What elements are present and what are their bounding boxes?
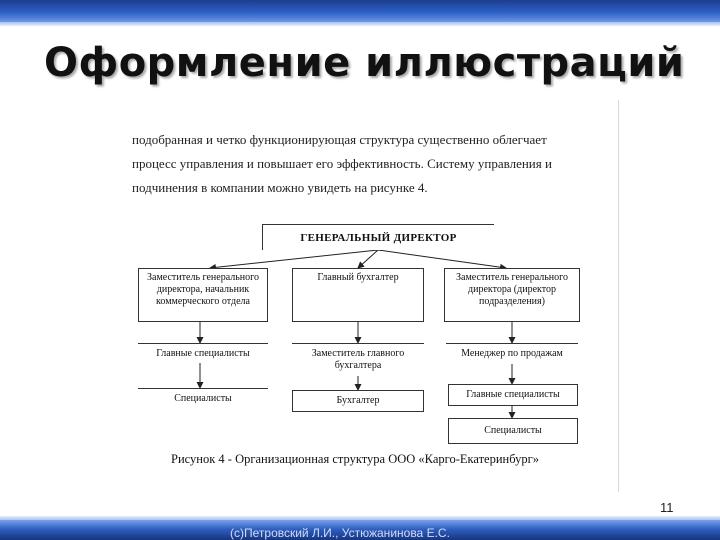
org-box-sales-manager: Менеджер по продажам xyxy=(446,343,578,364)
org-box-deputy-division: Заместитель генерального директора (дире… xyxy=(444,268,580,322)
org-box-accountant: Бухгалтер xyxy=(292,390,424,412)
org-box-deputy-commercial: Заместитель генерального директора, нача… xyxy=(138,268,268,322)
slide-top-banner xyxy=(0,0,720,22)
org-box-specialists-left: Специалисты xyxy=(138,388,268,408)
org-box-deputy-chief-accountant: Заместитель главного бухгалтера xyxy=(292,343,424,376)
org-box-general-director: ГЕНЕРАЛЬНЫЙ ДИРЕКТОР xyxy=(262,224,494,250)
page-number: 11 xyxy=(660,500,674,515)
org-box-specialists-right: Специалисты xyxy=(448,418,578,444)
figure-caption: Рисунок 4 - Организационная структура ОО… xyxy=(171,452,539,466)
slide-bottom-banner xyxy=(0,520,720,540)
paragraph-line: процесс управления и повышает его эффект… xyxy=(132,156,552,171)
org-box-main-specialists-left: Главные специалисты xyxy=(138,343,268,363)
org-box-main-specialists-right: Главные специалисты xyxy=(448,384,578,406)
document-excerpt: подобранная и четко функционирующая стру… xyxy=(66,100,619,492)
slide-bottom-accent xyxy=(0,516,720,520)
paragraph-line: подчинения в компании можно увидеть на р… xyxy=(132,180,428,195)
paragraph-line: подобранная и четко функционирующая стру… xyxy=(132,132,547,147)
slide-title: Оформление иллюстраций xyxy=(44,40,685,86)
footer-copyright: (c)Петровский Л.И., Устюжанинова Е.С. xyxy=(230,526,450,540)
slide-top-accent xyxy=(0,22,720,26)
org-box-chief-accountant: Главный бухгалтер xyxy=(292,268,424,322)
document-paragraph: подобранная и четко функционирующая стру… xyxy=(132,128,594,200)
